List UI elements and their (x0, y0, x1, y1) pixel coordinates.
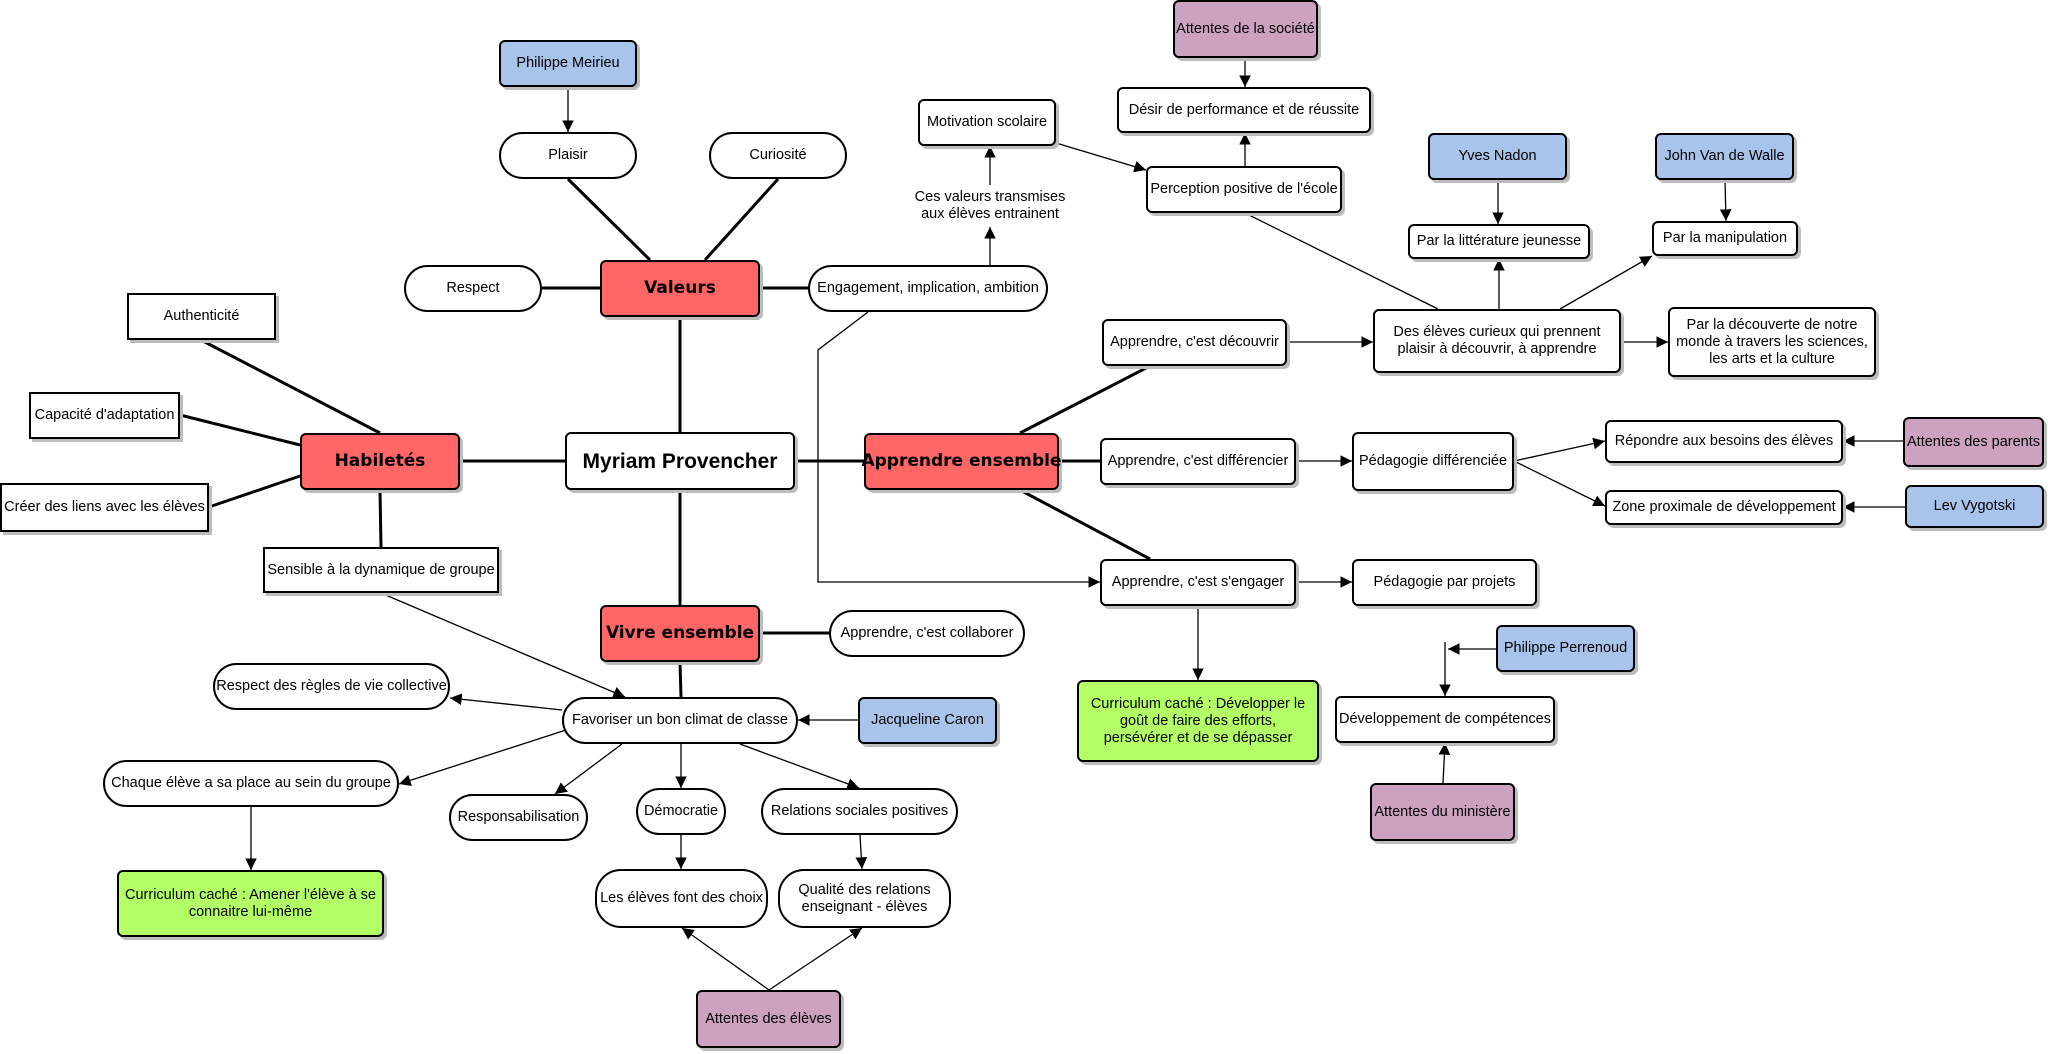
eleves-curieux-node[interactable]: Des élèves curieux qui prennent plaisir … (1373, 309, 1621, 373)
relations-sociales-node[interactable]: Relations sociales positives (761, 788, 958, 835)
adaptation-node[interactable]: Capacité d'adaptation (29, 392, 180, 439)
link-apprendre-engager (1019, 488, 1151, 561)
motivation-scolaire-node[interactable]: Motivation scolaire (918, 99, 1056, 146)
responsabilisation-node[interactable]: Responsabilisation (449, 794, 588, 841)
apprendre-collaborer-node[interactable]: Apprendre, c'est collaborer (829, 610, 1025, 657)
arrow-climat-relations (739, 743, 860, 790)
perception-ecole-node[interactable]: Perception positive de l'école (1146, 166, 1342, 213)
developpement-competences-node[interactable]: Développement de compétences (1335, 696, 1555, 743)
author-lev-vygotski[interactable]: Lev Vygotski (1905, 485, 2044, 528)
valeurs-node[interactable]: Valeurs (600, 260, 760, 317)
arrow-eleves-choix (681, 927, 770, 991)
apprendre-differencier-node[interactable]: Apprendre, c'est différencier (1100, 438, 1296, 485)
decouverte-monde-node[interactable]: Par la découverte de notre monde à trave… (1668, 307, 1876, 377)
arrow-engagement-engager (817, 311, 1100, 588)
attentes-ministere-node[interactable]: Attentes du ministère (1370, 783, 1515, 841)
respect-node[interactable]: Respect (404, 265, 542, 312)
author-philippe-meirieu[interactable]: Philippe Meirieu (499, 40, 637, 87)
regles-vie-collective-node[interactable]: Respect des règles de vie collective (213, 663, 450, 710)
zone-proximale-node[interactable]: Zone proximale de développement (1605, 490, 1843, 525)
arrow-vandewalle-manipulation (1719, 179, 1732, 222)
apprendre-engager-node[interactable]: Apprendre, c'est s'engager (1100, 559, 1296, 606)
link-habiletes-adaptation (179, 413, 301, 447)
manipulation-node[interactable]: Par la manipulation (1652, 221, 1798, 256)
arrow-eleves-qualite (768, 927, 863, 991)
arrow-climat-place (398, 729, 567, 786)
arrow-curieux-manipulation (1559, 255, 1653, 310)
arrow-motivation-perception (1055, 142, 1147, 173)
habiletes-node[interactable]: Habiletés (300, 433, 460, 490)
arrow-climat-regles (449, 693, 563, 711)
dynamique-groupe-node[interactable]: Sensible à la dynamique de groupe (263, 547, 499, 593)
qualite-relations-node[interactable]: Qualité des relations enseignant - élève… (778, 869, 951, 928)
link-valeurs-plaisir (566, 177, 652, 262)
curriculum-cache-connaitre-node[interactable]: Curriculum caché : Amener l'élève à se c… (117, 870, 384, 937)
vivre-ensemble-node[interactable]: Vivre ensemble (600, 605, 760, 662)
pedagogie-differenciee-node[interactable]: Pédagogie différenciée (1352, 432, 1514, 491)
curriculum-cache-efforts-node[interactable]: Curriculum caché : Développer le goût de… (1077, 680, 1319, 762)
link-apprendre-decouvrir (1019, 364, 1151, 435)
arrow-relations-qualite (855, 834, 868, 870)
curiosite-node[interactable]: Curiosité (709, 132, 847, 179)
arrow-ministere-competences (1438, 742, 1451, 784)
author-yves-nadon[interactable]: Yves Nadon (1428, 133, 1567, 180)
link-habiletes-authenticite (200, 338, 381, 435)
author-john-van-de-walle[interactable]: John Van de Walle (1655, 133, 1794, 180)
arrow-climat-responsabilisation (554, 743, 623, 795)
valeurs-transmises-label: Ces valeurs transmises aux élèves entrai… (914, 189, 1066, 222)
author-philippe-perrenoud[interactable]: Philippe Perrenoud (1496, 625, 1635, 672)
arrow-pediff-zone (1513, 460, 1606, 507)
engagement-node[interactable]: Engagement, implication, ambition (808, 265, 1048, 312)
link-valeurs-curiosite (703, 177, 780, 262)
besoins-eleves-node[interactable]: Répondre aux besoins des élèves (1605, 420, 1843, 463)
link-habiletes-liens (208, 474, 301, 509)
attentes-parents-node[interactable]: Attentes des parents (1903, 417, 2044, 467)
link-perception-curieux (1244, 212, 1439, 310)
pedagogie-projets-node[interactable]: Pédagogie par projets (1352, 559, 1537, 606)
place-groupe-node[interactable]: Chaque élève a sa place au sein du group… (103, 760, 399, 807)
author-jacqueline-caron[interactable]: Jacqueline Caron (858, 697, 997, 744)
eleves-choix-node[interactable]: Les élèves font des choix (595, 869, 768, 928)
desir-performance-node[interactable]: Désir de performance et de réussite (1117, 87, 1371, 133)
litterature-jeunesse-node[interactable]: Par la littérature jeunesse (1408, 224, 1590, 259)
liens-eleves-node[interactable]: Créer des liens avec les élèves (0, 483, 209, 532)
apprendre-ensemble-node[interactable]: Apprendre ensemble (861, 433, 1062, 490)
democratie-node[interactable]: Démocratie (636, 788, 726, 835)
arrow-dynamique-climat (380, 592, 626, 698)
arrow-pediff-besoins (1513, 437, 1606, 462)
center-node-myriam-provencher[interactable]: Myriam Provencher (565, 432, 795, 490)
attentes-eleves-node[interactable]: Attentes des élèves (696, 990, 841, 1048)
link-vivre-climat (678, 661, 683, 698)
link-habiletes-dynamique (378, 489, 383, 548)
apprendre-decouvrir-node[interactable]: Apprendre, c'est découvrir (1102, 319, 1287, 366)
plaisir-node[interactable]: Plaisir (499, 132, 637, 179)
authenticite-node[interactable]: Authenticité (127, 293, 276, 340)
climat-classe-node[interactable]: Favoriser un bon climat de classe (562, 697, 798, 744)
attentes-societe-node[interactable]: Attentes de la société (1173, 0, 1318, 58)
